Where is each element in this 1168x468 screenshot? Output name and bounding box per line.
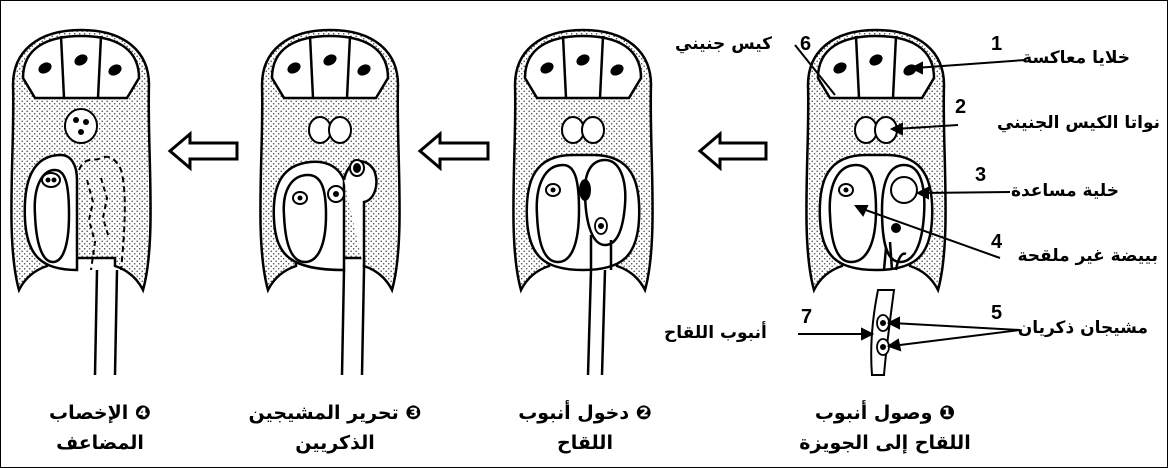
pollen-tube-stage-4 — [95, 270, 117, 375]
label-pollen-tube: أنبوب اللقاح — [664, 323, 767, 343]
step-4-line-1: ❹ الإخصاب — [10, 398, 190, 428]
label-embryo-sac: كيس جنيني — [675, 34, 772, 54]
label-synergid: خلية مساعدة — [1011, 181, 1119, 201]
step-1-line-1: ❶ وصول أنبوب — [780, 398, 990, 428]
ovule-stage-1 — [806, 30, 945, 290]
step-caption-3: ❸ تحرير المشيجين الذكريين — [230, 398, 440, 458]
label-antipodal-cells: خلايا معاكسة — [1022, 48, 1130, 68]
ovule-stage-2 — [513, 30, 652, 290]
number-3: 3 — [975, 164, 986, 187]
step-2-line-1: ❷ دخول أنبوب — [490, 398, 680, 428]
ovule-stage-3 — [260, 30, 399, 290]
label-egg: بييضة غير ملقحة — [1017, 246, 1158, 266]
number-1: 1 — [991, 33, 1002, 56]
step-3-badge: ❸ — [405, 402, 421, 424]
pollen-tube-stage-1 — [871, 290, 894, 375]
step-1-line-2: اللقاح إلى الجويزة — [780, 428, 990, 458]
number-6: 6 — [800, 33, 811, 56]
ovule-stage-4 — [11, 30, 150, 290]
step-4-line-2: المضاعف — [10, 428, 190, 458]
number-2: 2 — [955, 96, 966, 119]
number-5: 5 — [991, 302, 1002, 325]
pollen-tube-stage-3 — [342, 270, 364, 375]
step-2-line-2: اللقاح — [490, 428, 680, 458]
stage-arrow-1 — [700, 134, 766, 168]
step-caption-1: ❶ وصول أنبوب اللقاح إلى الجويزة — [780, 398, 990, 458]
step-1-badge: ❶ — [939, 402, 955, 424]
step-2-badge: ❷ — [636, 402, 652, 424]
pollen-tube-stage-2 — [588, 270, 605, 375]
step-3-line-2: الذكريين — [230, 428, 440, 458]
step-4-badge: ❹ — [135, 402, 151, 424]
label-sperm-nuclei: مشيجان ذكريان — [1018, 318, 1148, 338]
step-caption-2: ❷ دخول أنبوب اللقاح — [490, 398, 680, 458]
stage-arrow-3 — [170, 134, 237, 168]
label-polar-nuclei: نواتا الكيس الجنيني — [997, 113, 1160, 133]
step-caption-4: ❹ الإخصاب المضاعف — [10, 398, 190, 458]
number-7: 7 — [801, 306, 812, 329]
stage-arrow-2 — [420, 134, 488, 168]
number-4: 4 — [991, 231, 1002, 254]
step-3-line-1: ❸ تحرير المشيجين — [230, 398, 440, 428]
